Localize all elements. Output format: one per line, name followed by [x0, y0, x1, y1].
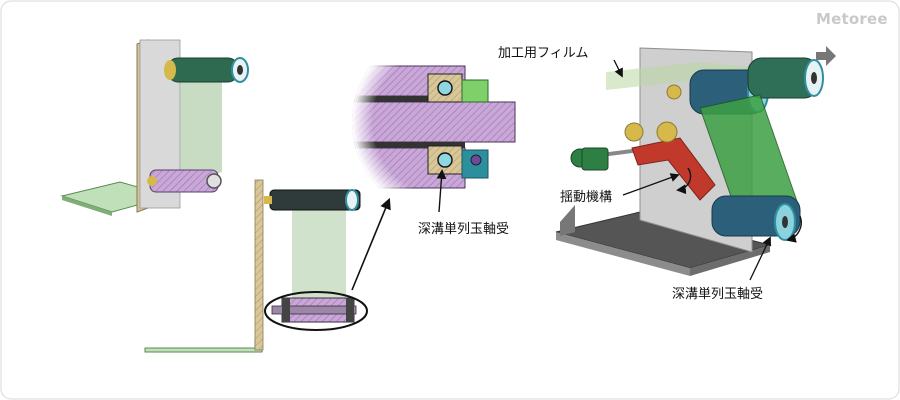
- bearing-detail-label: 深溝単列玉軸受: [418, 222, 510, 237]
- film-direction-arrow: [816, 46, 836, 66]
- assembly-left-top: [60, 39, 249, 216]
- bearing-highlight-ellipse: [264, 291, 368, 331]
- bearing-right-label: 深溝単列玉軸受: [672, 287, 764, 302]
- swing-mechanism-label: 揺動機構: [560, 190, 613, 205]
- assembly-right: [555, 47, 824, 276]
- assembly-left-bottom: [144, 179, 368, 353]
- swing-leader: [622, 173, 680, 196]
- bearing-right-leader: [749, 236, 771, 281]
- film-label: 加工用フィルム: [498, 46, 589, 61]
- watermark-logo: Metoree: [816, 10, 888, 28]
- film-leader: [613, 59, 623, 78]
- bearing-detail-leader: [436, 169, 447, 213]
